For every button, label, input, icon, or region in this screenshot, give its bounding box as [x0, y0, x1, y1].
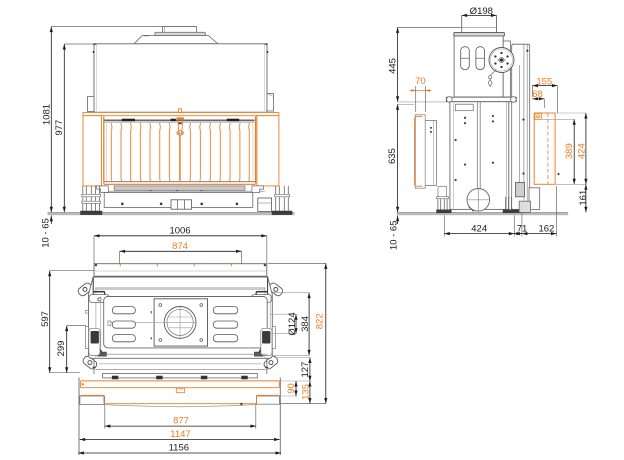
svg-text:384: 384 [300, 316, 311, 332]
svg-text:162: 162 [538, 223, 554, 234]
svg-text:155: 155 [536, 76, 552, 87]
svg-text:68: 68 [532, 89, 543, 100]
svg-text:135: 135 [301, 384, 312, 400]
svg-text:127: 127 [300, 362, 311, 378]
svg-text:299: 299 [56, 341, 67, 357]
svg-text:1147: 1147 [170, 429, 190, 440]
svg-text:70: 70 [415, 76, 426, 87]
svg-text:10 - 65: 10 - 65 [388, 221, 399, 251]
svg-text:10 - 65: 10 - 65 [41, 218, 52, 248]
svg-text:977: 977 [54, 120, 65, 136]
svg-text:389: 389 [564, 143, 575, 159]
svg-text:822: 822 [314, 313, 325, 329]
svg-text:1156: 1156 [169, 442, 189, 453]
svg-text:161: 161 [578, 190, 589, 206]
svg-text:90: 90 [286, 383, 297, 394]
svg-text:424: 424 [471, 223, 487, 234]
svg-text:1006: 1006 [169, 226, 190, 237]
svg-text:635: 635 [387, 148, 398, 164]
svg-text:597: 597 [40, 311, 51, 327]
svg-text:877: 877 [173, 415, 189, 426]
svg-text:424: 424 [577, 143, 588, 159]
svg-text:Ø198: Ø198 [470, 6, 493, 17]
svg-text:1081: 1081 [42, 104, 53, 125]
svg-text:445: 445 [388, 58, 399, 74]
svg-text:Ø124: Ø124 [287, 312, 298, 335]
svg-text:874: 874 [172, 241, 188, 252]
svg-text:71: 71 [517, 223, 528, 234]
